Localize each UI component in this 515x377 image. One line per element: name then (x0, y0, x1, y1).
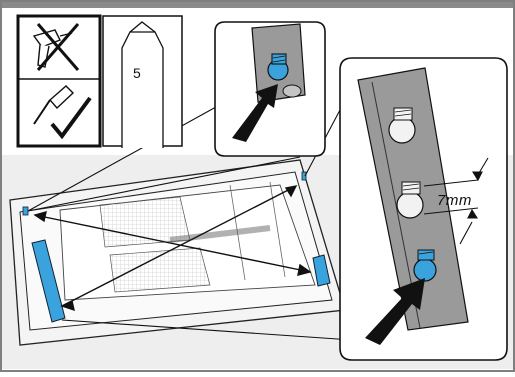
top-gray-band (2, 2, 513, 8)
callout-top (215, 22, 325, 156)
step-tag-box (103, 16, 182, 148)
dimension-label: 7mm (437, 192, 472, 209)
callout-right (340, 58, 507, 360)
tools-box (18, 16, 100, 146)
left-blue-screw-marker (23, 207, 28, 215)
step-number: 5 (133, 65, 141, 81)
